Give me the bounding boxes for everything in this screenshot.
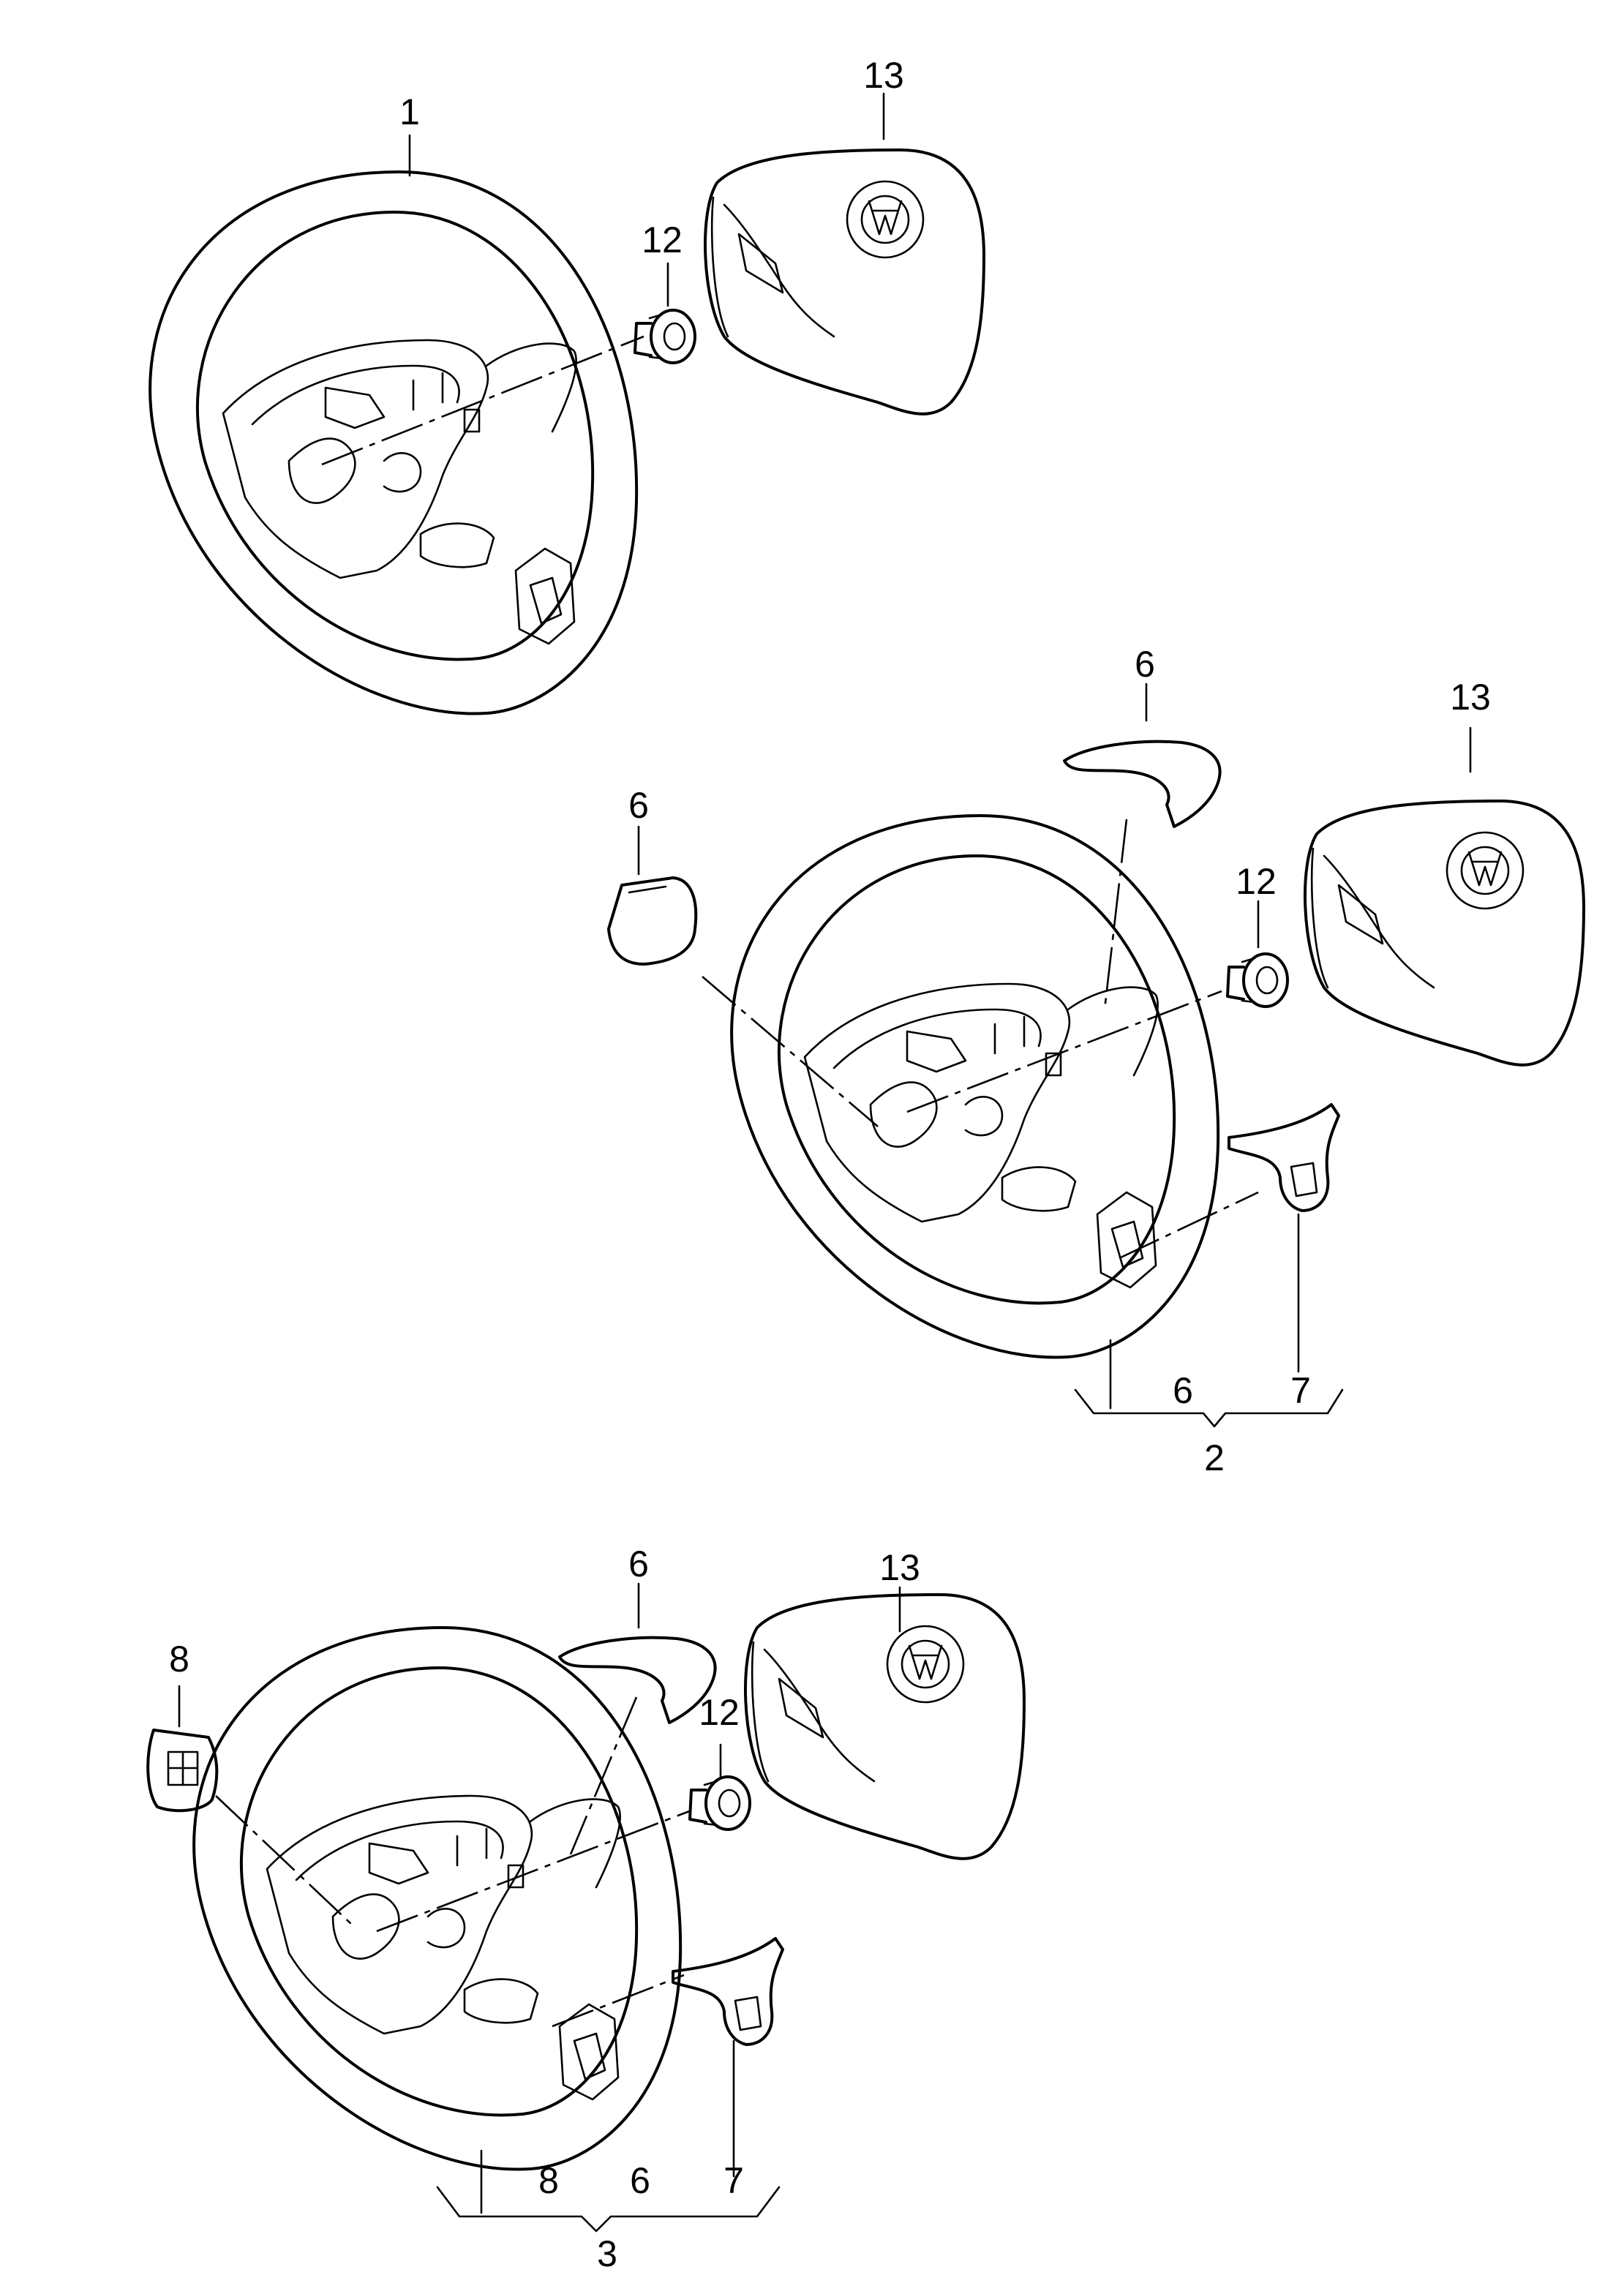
callout-13: 13: [879, 1547, 920, 1588]
assembly-axis: [552, 1974, 685, 2028]
callout-2: 2: [1204, 1437, 1225, 1478]
steering-wheel: [192, 1626, 683, 2171]
assembly-axis: [215, 1795, 352, 1925]
retaining-nut: [634, 309, 696, 364]
callout-12: 12: [1236, 861, 1277, 902]
callout-13: 13: [863, 55, 904, 96]
assembly-axis: [321, 335, 644, 466]
assembly-bracket: [436, 2186, 781, 2233]
assembly-axis: [376, 1809, 692, 1933]
callout-7: 7: [1290, 1370, 1311, 1411]
assembly-axis: [569, 1696, 638, 1855]
spoke-cover-top: [558, 1636, 717, 1724]
retaining-nut: [1226, 952, 1289, 1008]
callout-12: 12: [699, 1692, 740, 1733]
callout-13: 13: [1450, 677, 1491, 718]
assembly-axis: [906, 990, 1222, 1113]
callout-6: 6: [1173, 1370, 1193, 1411]
airbag-unit: [703, 148, 985, 415]
callout-3: 3: [597, 2233, 617, 2274]
callout-6: 6: [630, 2160, 650, 2201]
spoke-cover-left: [607, 876, 698, 966]
callout-6: 6: [628, 785, 649, 826]
spoke-bracket: [672, 1937, 784, 2046]
assembly-bracket: [1074, 1388, 1344, 1428]
callout-6: 6: [628, 1543, 649, 1584]
spoke-cover-top: [1063, 740, 1222, 828]
group-middle: 6 6 12 13 6 7 2: [607, 644, 1585, 1478]
airbag-unit: [743, 1593, 1026, 1860]
callout-8: 8: [538, 2160, 559, 2201]
callout-1: 1: [399, 91, 420, 132]
assembly-axis: [1103, 819, 1128, 1010]
retaining-nut: [688, 1775, 751, 1831]
assembly-axis: [1119, 1191, 1259, 1260]
group-top: 1 12 13: [149, 55, 985, 715]
airbag-unit: [1303, 800, 1585, 1067]
callout-7: 7: [723, 2160, 744, 2201]
assembly-axis: [702, 976, 879, 1127]
callout-12: 12: [642, 219, 683, 260]
spoke-bracket: [1228, 1103, 1340, 1212]
group-bottom: 6 8 12 13 8 6 7 3: [146, 1543, 1026, 2274]
callout-8: 8: [169, 1639, 189, 1680]
callout-6: 6: [1135, 644, 1155, 685]
steering-wheel: [149, 170, 639, 715]
